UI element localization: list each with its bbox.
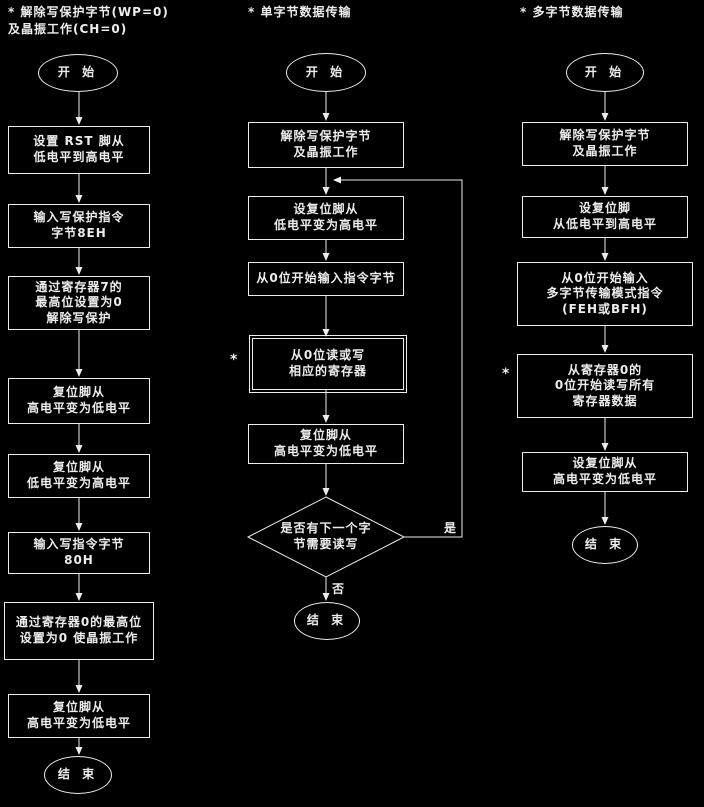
flow-step: 解除写保护字节 及晶振工作 [248, 122, 404, 168]
flow-step: 从0位读或写 相应的寄存器 [249, 335, 407, 393]
flow-step: 设复位脚从 低电平变为高电平 [248, 196, 404, 240]
flow-step: 设置 RST 脚从 低电平到高电平 [8, 126, 150, 174]
flow-step: 设复位脚 从低电平到高电平 [522, 196, 688, 238]
flow-step: 从0位开始输入 多字节传输模式指令 (FEH或BFH) [517, 262, 693, 326]
flow-step: 通过寄存器7的 最高位设置为0 解除写保护 [8, 276, 150, 330]
column3-title: * 多字节数据传输 [520, 5, 624, 19]
flow-step: 解除写保护字节 及晶振工作 [522, 122, 688, 166]
footnote-asterisk: * [502, 366, 510, 382]
footnote-asterisk: * [230, 352, 238, 368]
decision-diamond [246, 496, 406, 578]
loop-back-arrow [333, 176, 463, 538]
flow-step: 复位脚从 低电平变为高电平 [8, 454, 150, 498]
start-terminal: 开 始 [38, 54, 118, 92]
end-terminal: 结 束 [44, 756, 112, 794]
flow-step: 复位脚从 高电平变为低电平 [8, 694, 150, 738]
column2-title: * 单字节数据传输 [248, 5, 352, 19]
flow-step: 输入写保护指令 字节8EH [8, 204, 150, 248]
flow-step: 复位脚从 高电平变为低电平 [8, 378, 150, 424]
flow-step: 复位脚从 高电平变为低电平 [248, 424, 404, 464]
flow-step: 从寄存器0的 0位开始读写所有 寄存器数据 [517, 354, 693, 418]
flow-step: 从0位开始输入指令字节 [248, 262, 404, 296]
start-terminal: 开 始 [286, 53, 366, 92]
flow-step: 通过寄存器0的最高位 设置为0 使晶振工作 [4, 602, 154, 660]
decision-text: 是否有下一个字 节需要读写 [280, 521, 372, 551]
no-branch-label: 否 [332, 582, 345, 596]
column1-title: * 解除写保护字节(WP=0) 及晶振工作(CH=0) [8, 5, 169, 37]
flow-step: 设复位脚从 高电平变为低电平 [522, 452, 688, 492]
flow-step: 输入写指令字节 80H [8, 532, 150, 574]
yes-branch-label: 是 [444, 521, 457, 535]
end-terminal: 结 束 [572, 526, 638, 564]
end-terminal: 结 束 [294, 602, 360, 640]
start-terminal: 开 始 [566, 53, 644, 92]
